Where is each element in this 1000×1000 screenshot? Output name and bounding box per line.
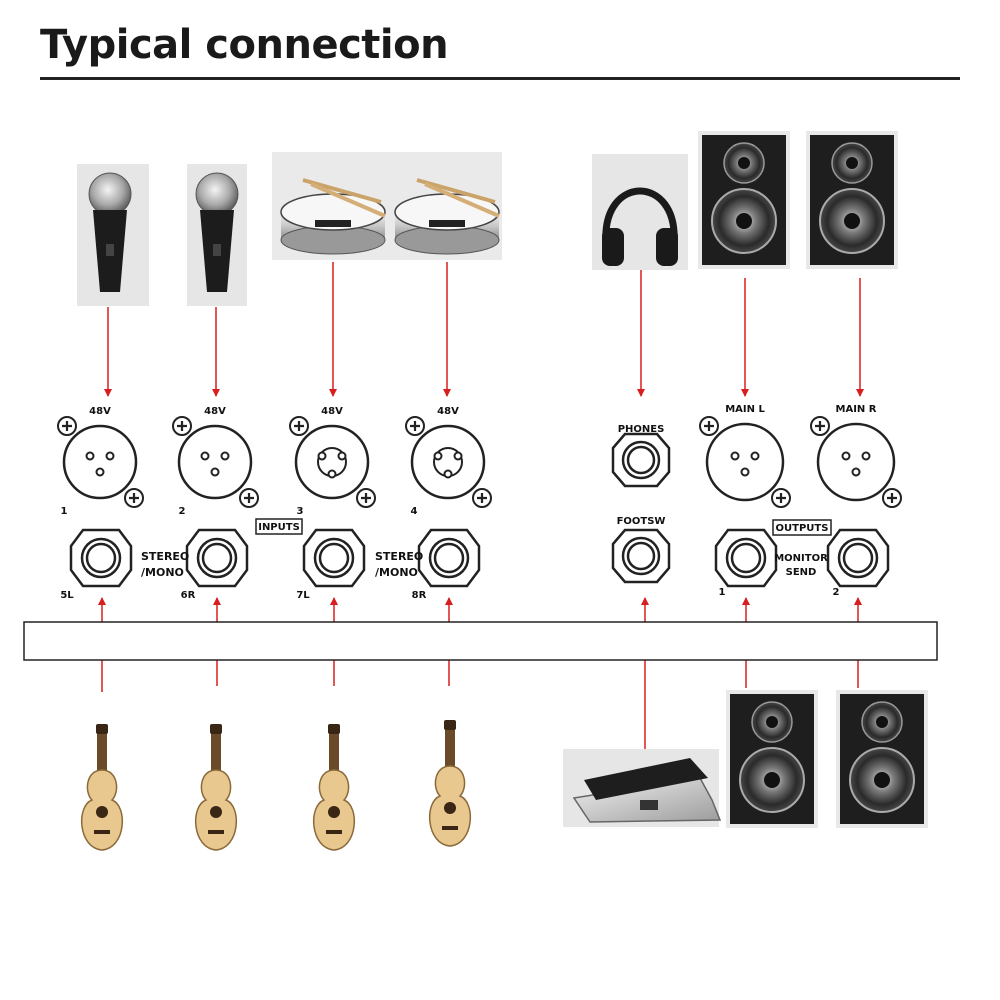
screw-icon (699, 416, 719, 436)
svg-text:STEREO: STEREO (141, 550, 189, 563)
channel-number: 1 (61, 506, 68, 517)
input-channel-2[interactable]: 48V 2 (172, 406, 259, 517)
svg-text:/MONO: /MONO (141, 566, 184, 579)
monitor-send-jack-2[interactable]: 2 (826, 528, 890, 598)
acoustic-guitar-icon (428, 720, 472, 847)
screw-icon (810, 416, 830, 436)
main-r-label: MAIN R (836, 404, 877, 415)
microphone-icon (77, 164, 149, 306)
svg-text:6R: 6R (181, 590, 196, 601)
svg-text:STEREO: STEREO (375, 550, 423, 563)
acoustic-guitar-icon (194, 724, 238, 851)
svg-text:OUTPUTS: OUTPUTS (776, 523, 829, 534)
mixer-panel-strip (23, 621, 938, 661)
diagram-title: Typical connection (40, 22, 449, 68)
snare-drum-icon (272, 152, 502, 260)
studio-monitor-icon (806, 131, 898, 269)
studio-monitor-icon (836, 690, 928, 828)
screw-icon (172, 416, 192, 436)
svg-text:INPUTS: INPUTS (258, 522, 300, 533)
headphones-icon (592, 154, 688, 270)
svg-text:2: 2 (833, 587, 840, 598)
studio-monitor-icon (698, 131, 790, 269)
main-l-output[interactable]: MAIN L (699, 404, 791, 508)
phantom-label: 48V (89, 406, 111, 417)
monitor-send-jack-1[interactable]: 1 (714, 528, 778, 598)
screw-icon (124, 488, 144, 508)
monitor-send-label: MONITOR SEND (774, 553, 828, 578)
foot-pedal-icon (563, 749, 722, 827)
main-l-label: MAIN L (725, 404, 765, 415)
line-jack-8r[interactable]: 8R (412, 528, 481, 601)
svg-text:7L: 7L (296, 590, 310, 601)
studio-monitor-icon (726, 690, 818, 828)
channel-number: 3 (297, 506, 304, 517)
screw-icon (57, 416, 77, 436)
line-jack-7l[interactable]: 7L (296, 528, 366, 601)
stereo-mono-label: STEREO /MONO (375, 550, 423, 579)
phones-jack[interactable]: PHONES (611, 424, 671, 488)
line-jack-5l[interactable]: 5L (60, 528, 133, 601)
phantom-label: 48V (437, 406, 459, 417)
title-divider (40, 77, 960, 80)
svg-text:/MONO: /MONO (375, 566, 418, 579)
screw-icon (882, 488, 902, 508)
svg-text:5L: 5L (60, 590, 74, 601)
phantom-label: 48V (204, 406, 226, 417)
screw-icon (289, 416, 309, 436)
screw-icon (239, 488, 259, 508)
input-channel-3[interactable]: 48V 3 (289, 406, 376, 517)
main-r-output[interactable]: MAIN R (810, 404, 902, 508)
svg-text:8R: 8R (412, 590, 427, 601)
outputs-group-label: OUTPUTS (772, 519, 832, 536)
input-channel-1[interactable]: 48V 1 (57, 406, 144, 517)
input-channel-4[interactable]: 48V 4 (405, 406, 492, 517)
channel-number: 4 (411, 506, 418, 517)
channel-number: 2 (179, 506, 186, 517)
phones-label: PHONES (618, 424, 665, 435)
phantom-label: 48V (321, 406, 343, 417)
screw-icon (472, 488, 492, 508)
acoustic-guitar-icon (80, 724, 124, 851)
footswitch-label: FOOTSW (617, 516, 666, 527)
inputs-group-label: INPUTS (255, 518, 303, 535)
svg-text:MONITOR: MONITOR (774, 553, 828, 564)
line-jack-6r[interactable]: 6R (181, 528, 249, 601)
screw-icon (356, 488, 376, 508)
acoustic-guitar-icon (312, 724, 356, 851)
footswitch-jack[interactable]: FOOTSW (611, 516, 671, 584)
svg-text:SEND: SEND (786, 567, 817, 578)
svg-text:1: 1 (719, 587, 726, 598)
microphone-icon (187, 164, 247, 306)
screw-icon (405, 416, 425, 436)
screw-icon (771, 488, 791, 508)
stereo-mono-label: STEREO /MONO (141, 550, 189, 579)
